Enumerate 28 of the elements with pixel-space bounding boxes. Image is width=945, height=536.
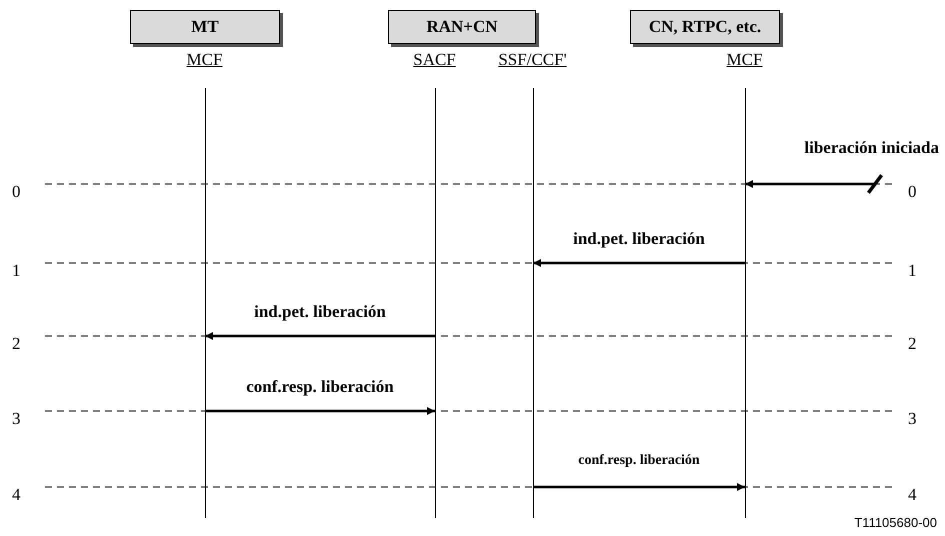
row-number: 2: [908, 334, 916, 354]
row-number: 4: [12, 485, 20, 505]
message-label: ind.pet. liberación: [573, 229, 705, 249]
row-number: 3: [908, 409, 916, 429]
message-arrow: [205, 407, 435, 415]
message-label: liberación iniciada: [804, 138, 939, 158]
row-number: 2: [12, 334, 20, 354]
figure-code: T11105680-00: [854, 515, 937, 530]
message-arrow: [745, 173, 884, 195]
message-arrow: [533, 259, 745, 267]
entity-label: MCF: [726, 50, 762, 70]
header-box: RAN+CN: [388, 10, 536, 44]
entity-label: MCF: [186, 50, 222, 70]
message-label: conf.resp. liberación: [578, 453, 700, 469]
row-number: 1: [12, 261, 20, 281]
row-number: 0: [908, 182, 916, 202]
message-arrow: [533, 483, 745, 491]
entity-label: SACF: [413, 50, 456, 70]
message-arrow: [205, 332, 435, 340]
message-label: conf.resp. liberación: [246, 377, 394, 397]
row-number: 1: [908, 261, 916, 281]
row-number: 4: [908, 485, 916, 505]
header-box: CN, RTPC, etc.: [630, 10, 780, 44]
entity-label: SSF/CCF': [498, 50, 567, 70]
row-number: 0: [12, 182, 20, 202]
header-box: MT: [130, 10, 280, 44]
row-number: 3: [12, 409, 20, 429]
message-label: ind.pet. liberación: [254, 302, 386, 322]
